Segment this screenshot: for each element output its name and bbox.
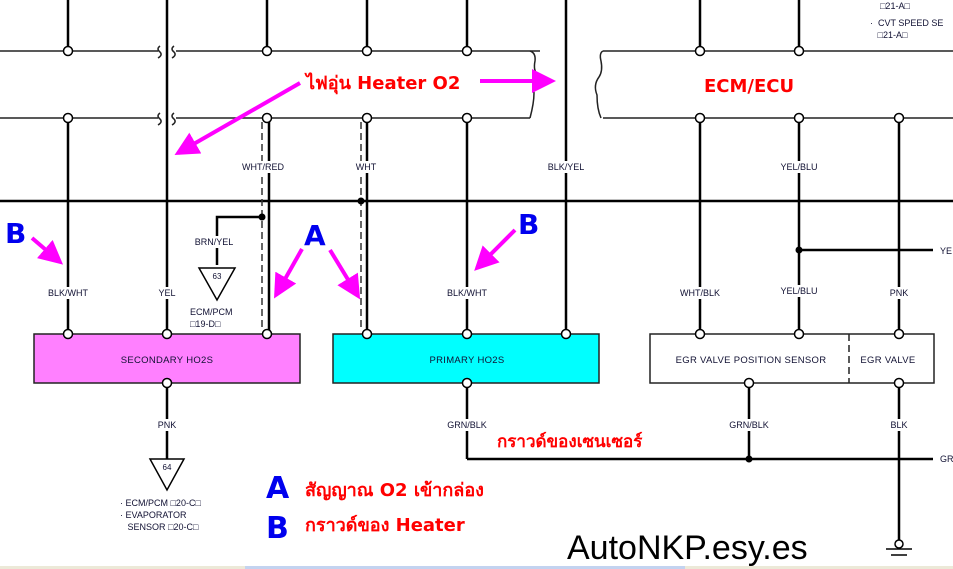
bottom-window-strip-selection: [245, 566, 685, 569]
legend-a-text: สัญญาณ O2 เข้ากล่อง: [305, 480, 484, 501]
wire-labels: WHT/RED WHT BLK/YEL YEL/BLU BLK/WHT YEL …: [40, 161, 953, 464]
egr-valve-label: EGR VALVE: [860, 355, 915, 366]
connector-64: 64 · ECM/PCM □20-C□ · EVAPORATOR SENSOR …: [120, 458, 201, 532]
wire-label-blk: BLK: [890, 420, 907, 430]
egr-valve-assembly: EGR VALVE POSITION SENSOR EGR VALVE: [649, 333, 935, 384]
legend: A สัญญาณ O2 เข้ากล่อง B กราวด์ของ Heater: [266, 471, 484, 546]
junction-dots: [258, 197, 803, 463]
wire-label-wht: WHT: [356, 162, 377, 172]
wire-label-gr-edge: GR: [940, 454, 953, 464]
connector-63-line1: ECM/PCM: [190, 307, 233, 317]
shield-dashed-lines: [261, 122, 362, 330]
wire-label-yel-blu-bottom: YEL/BLU: [780, 286, 817, 296]
note-line2: · CVT SPEED SE: [870, 18, 943, 28]
arrow-b-right: [474, 228, 517, 271]
egr-body: [649, 333, 935, 384]
egr-sensor-label: EGR VALVE POSITION SENSOR: [676, 355, 827, 366]
heater-o2-annotation: ไฟอุ่น Heater O2: [304, 72, 460, 95]
wire-label-ye-edge: YE: [940, 246, 952, 256]
secondary-ho2s-body: [33, 333, 301, 384]
wire-label-blk-wht-left: BLK/WHT: [48, 288, 89, 298]
marker-b-right: B: [518, 208, 539, 241]
connector-64-line2: · EVAPORATOR: [120, 510, 187, 520]
wire-label-wht-red: WHT/RED: [242, 162, 284, 172]
note-line3: □21-A□: [870, 30, 908, 40]
primary-ho2s: PRIMARY HO2S: [332, 333, 600, 384]
secondary-ho2s-label: SECONDARY HO2S: [121, 355, 214, 366]
legend-b-letter: B: [266, 511, 289, 546]
arrow-a-right: [328, 248, 361, 300]
ecm-ecu-label: ECM/ECU: [704, 76, 794, 97]
connector-64-line1: · ECM/PCM □20-C□: [120, 498, 201, 508]
annotation-arrows: [30, 69, 556, 300]
marker-a: A: [304, 219, 326, 252]
marker-b-left: B: [5, 217, 26, 250]
legend-a-letter: A: [266, 471, 290, 506]
connector-64-line3: SENSOR □20-C□: [120, 522, 199, 532]
secondary-ho2s: SECONDARY HO2S: [33, 333, 301, 384]
note-line1: □21-A□: [880, 1, 910, 11]
arrow-b-left: [30, 236, 64, 265]
wire-label-yel-blu-top: YEL/BLU: [780, 162, 817, 172]
connector-64-triangle: [148, 458, 186, 492]
watermark: AutoNKP.esy.es: [567, 529, 808, 567]
legend-b-text: กราวด์ของ Heater: [305, 514, 465, 536]
wire-label-wht-blk: WHT/BLK: [680, 288, 720, 298]
top-bus-lines: [0, 45, 953, 126]
connector-63: 63 ECM/PCM □19-D□: [190, 267, 237, 329]
wire-label-brn-yel: BRN/YEL: [195, 237, 234, 247]
wire-label-blk-yel: BLK/YEL: [548, 162, 585, 172]
ground-icon: [886, 539, 912, 556]
arrow-a-left: [274, 248, 304, 299]
sensor-ground-annotation: กราวด์ของเซนเซอร์: [497, 431, 643, 452]
arrow-heater-left: [174, 81, 301, 155]
pin-terminals: [62, 45, 905, 124]
component-pins: [62, 328, 905, 389]
connector-63-line2: □19-D□: [190, 319, 221, 329]
wire-label-pnk-left: PNK: [158, 420, 177, 430]
wire-label-grn-blk-primary: GRN/BLK: [447, 420, 487, 430]
wire-label-yel: YEL: [158, 288, 175, 298]
connector-63-number: 63: [213, 272, 222, 281]
wire-label-grn-blk-egr: GRN/BLK: [729, 420, 769, 430]
connector-63-triangle: [197, 267, 237, 302]
primary-ho2s-label: PRIMARY HO2S: [429, 355, 504, 366]
wire-label-blk-wht-right: BLK/WHT: [447, 288, 488, 298]
wire-label-pnk-right: PNK: [890, 288, 909, 298]
connector-64-number: 64: [163, 463, 172, 472]
top-right-notes: □21-A□ · CVT SPEED SE □21-A□: [870, 1, 943, 40]
